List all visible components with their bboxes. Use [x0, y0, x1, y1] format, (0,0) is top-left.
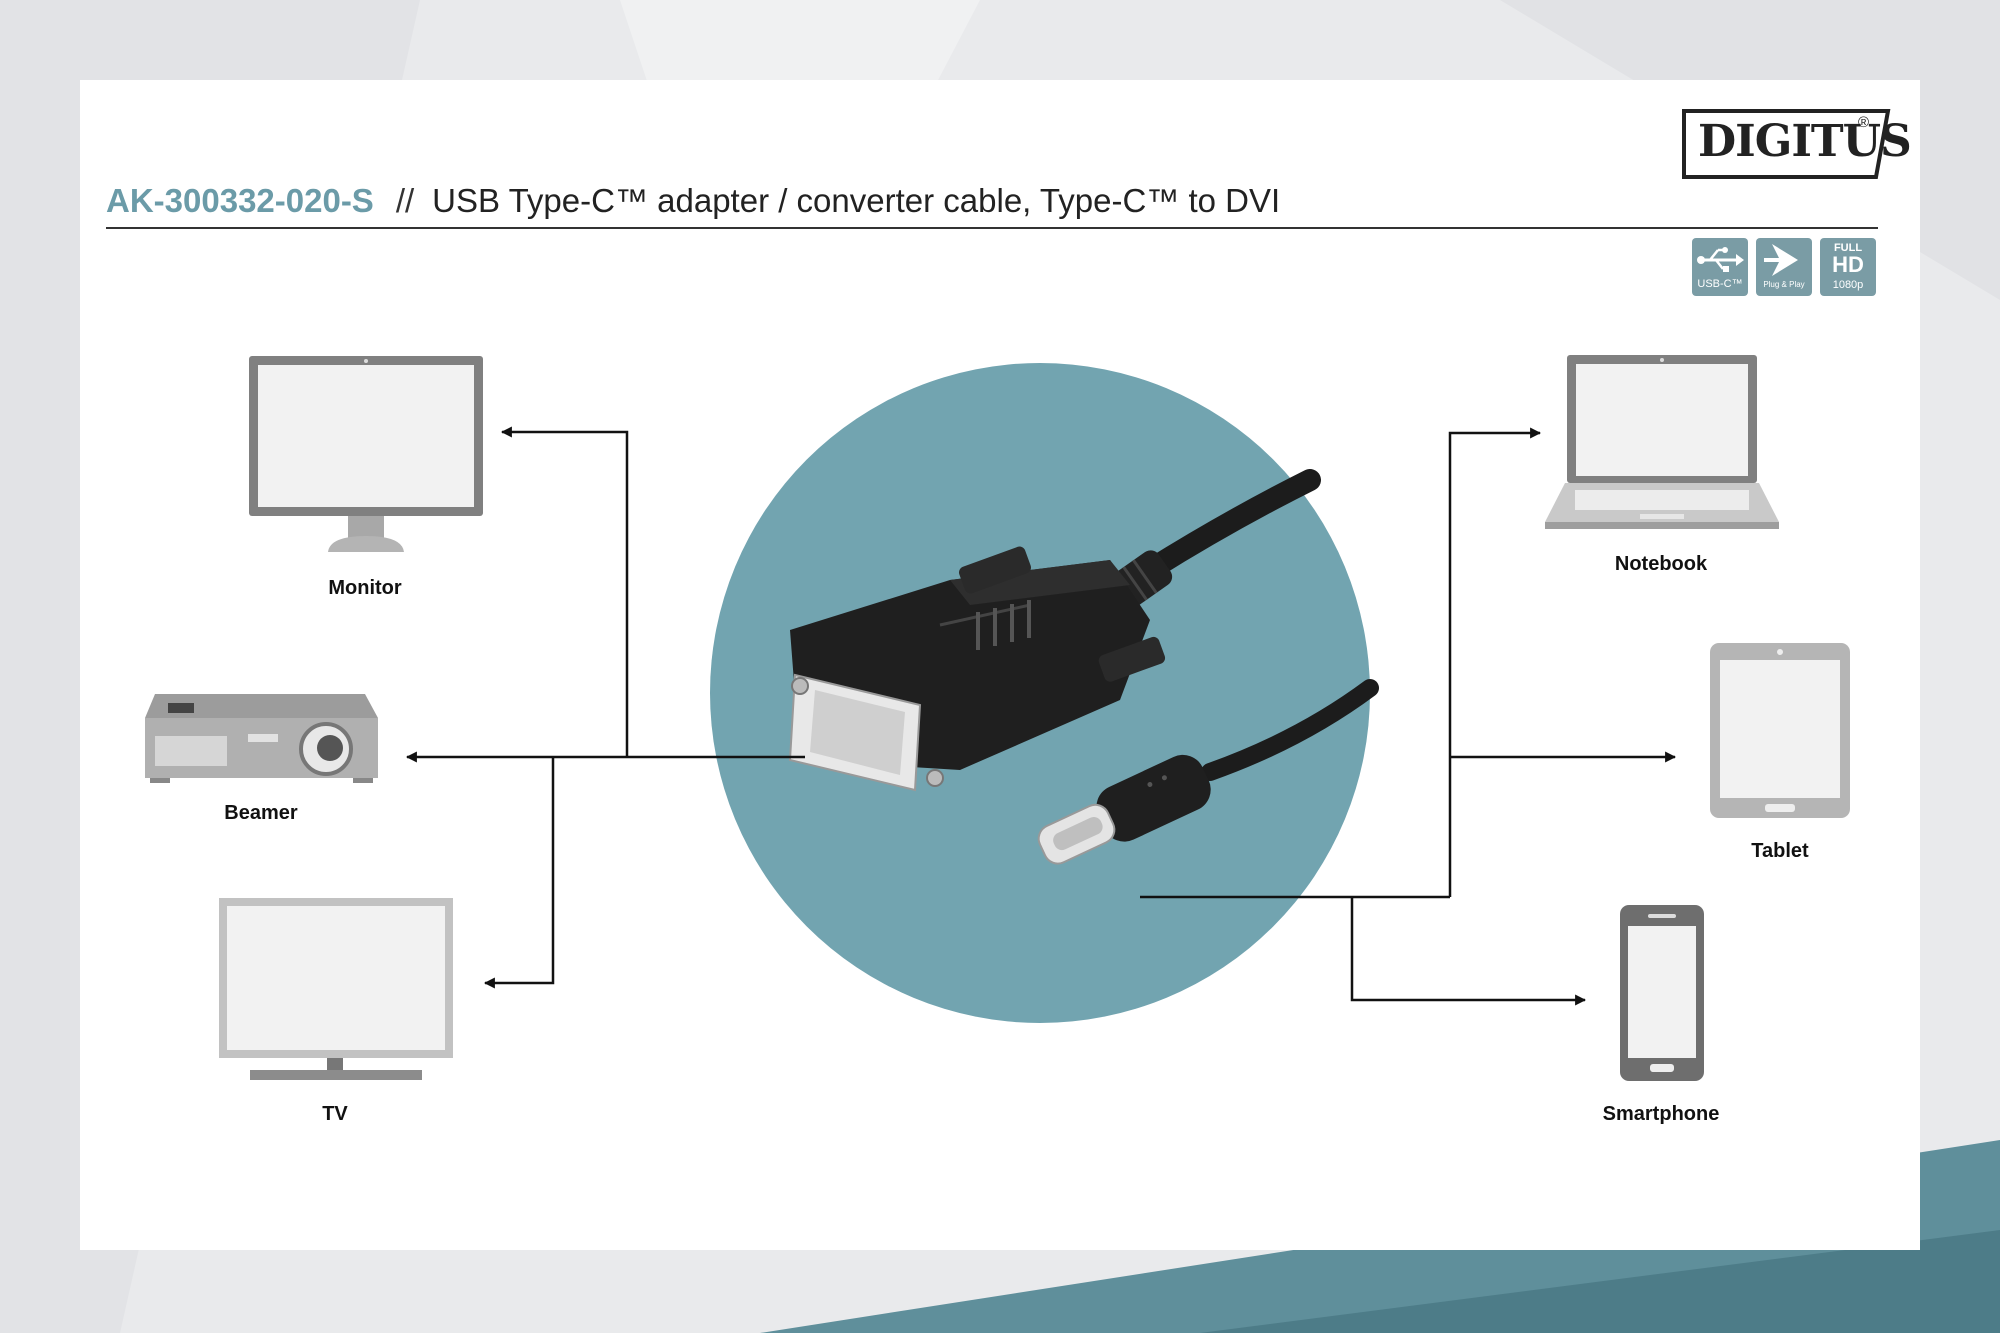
plug-and-play-icon	[1764, 244, 1798, 276]
beamer-icon	[145, 694, 378, 783]
tv-icon	[219, 898, 453, 1080]
product-code: AK-300332-020-S	[106, 182, 374, 219]
logo-text: DIGITUS	[1698, 116, 1912, 167]
beamer-label: Beamer	[224, 802, 298, 824]
title-separator: //	[395, 182, 415, 219]
smartphone-label: Smartphone	[1602, 1103, 1720, 1125]
full-hd-top: FULL	[1833, 242, 1863, 254]
page-title: AK-300332-020-S // USB Type-C™ adapter / c…	[106, 182, 1280, 220]
full-hd-icon: HD	[1832, 252, 1864, 277]
full-hd-badge: FULL HD 1080p	[1820, 238, 1876, 296]
plug-and-play-label: Plug & Play	[1763, 280, 1805, 289]
product-title: USB Type-C™ adapter / converter cable, T…	[432, 182, 1281, 219]
registered-mark: ®	[1858, 114, 1870, 131]
monitor-label: Monitor	[328, 577, 402, 599]
notebook-icon	[1545, 355, 1779, 529]
digitus-logo	[1682, 109, 1891, 179]
full-hd-label: 1080p	[1832, 279, 1864, 291]
usb-connection-lines	[1140, 427, 1677, 1006]
usb-c-label: USB-C™	[1697, 278, 1743, 290]
cable-image	[788, 469, 1379, 865]
usb-c-badge: USB-C™	[1692, 238, 1748, 296]
tv-label: TV	[322, 1103, 348, 1125]
monitor-icon	[249, 356, 483, 552]
tablet-label: Tablet	[1751, 840, 1809, 862]
smartphone-icon	[1620, 905, 1704, 1081]
dvi-connection-lines	[405, 426, 805, 989]
plug-and-play-badge: Plug & Play	[1756, 238, 1812, 296]
tablet-icon	[1710, 643, 1850, 818]
usb-icon	[1697, 247, 1744, 272]
notebook-label: Notebook	[1614, 553, 1708, 575]
title-divider	[106, 227, 1878, 229]
